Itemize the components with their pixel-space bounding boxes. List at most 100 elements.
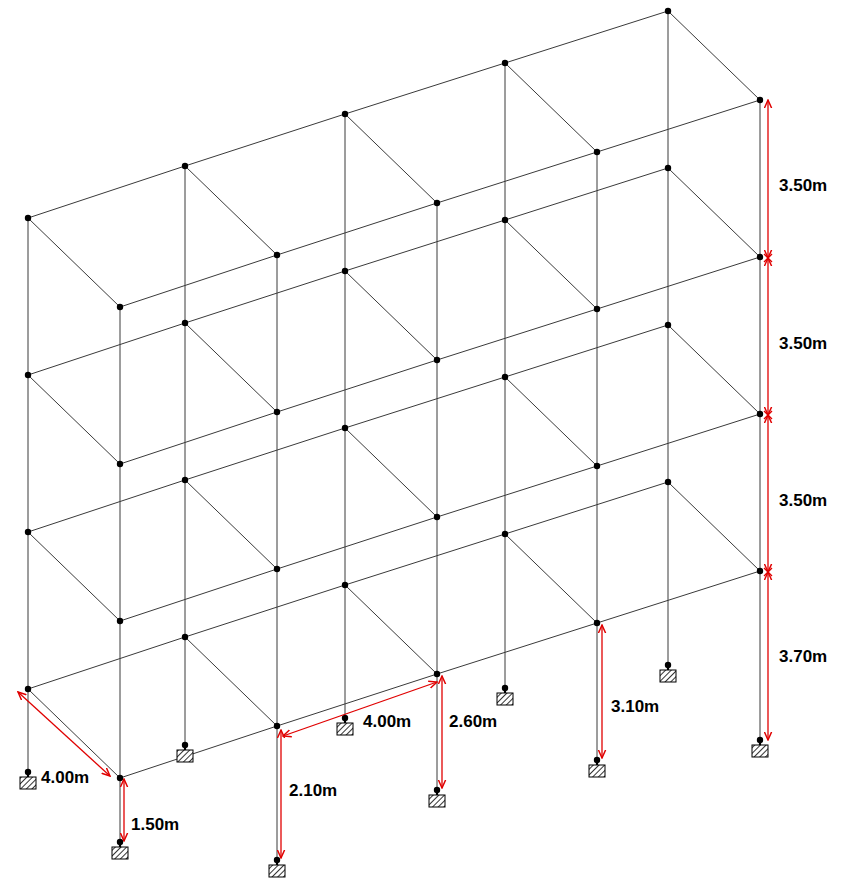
frame-node — [117, 461, 123, 467]
frame-member — [345, 377, 505, 428]
dimension-label: 1.50m — [130, 815, 180, 835]
frame-member — [437, 203, 438, 790]
frame-node — [274, 566, 280, 572]
frame-member — [185, 585, 345, 637]
frame-member — [505, 325, 668, 377]
frame-member — [185, 114, 345, 166]
dimension-line — [767, 258, 768, 415]
dimension-line — [283, 682, 437, 736]
frame-node — [434, 671, 440, 677]
frame-node — [434, 787, 440, 793]
frame-node — [25, 769, 31, 775]
frame-member — [345, 271, 437, 360]
frame-member — [597, 414, 760, 466]
frame-member — [28, 689, 120, 778]
frame-member — [277, 674, 437, 726]
frame-node — [502, 217, 508, 223]
frame-node — [502, 60, 508, 66]
frame-node — [182, 477, 188, 483]
frame-member — [185, 637, 277, 726]
frame-node — [274, 857, 280, 863]
frame-node — [25, 215, 31, 221]
frame-node — [182, 634, 188, 640]
frame-member — [345, 428, 437, 517]
frame-member — [28, 532, 120, 621]
dimension-label: 4.00m — [362, 712, 412, 732]
dimension-line — [767, 415, 768, 572]
frame-member — [668, 11, 760, 100]
dimension-line — [767, 100, 768, 258]
frame-node — [117, 304, 123, 310]
dimension-line — [280, 730, 281, 858]
frame-node — [757, 97, 763, 103]
frame-member — [345, 534, 505, 585]
frame-node — [594, 757, 600, 763]
frame-member — [437, 466, 597, 517]
frame-member — [277, 255, 278, 860]
frame-node — [274, 723, 280, 729]
dimension-line — [18, 692, 110, 776]
frame-node — [757, 254, 763, 260]
dimension-line — [601, 625, 602, 758]
frame-node — [342, 715, 348, 721]
frame-node — [594, 306, 600, 312]
frame-member — [277, 517, 437, 569]
frame-member — [760, 100, 761, 740]
frame-member — [668, 168, 760, 257]
frame-node — [342, 582, 348, 588]
frame-member — [277, 360, 437, 412]
frame-node — [342, 268, 348, 274]
dimension-tick — [764, 411, 772, 419]
frame-node — [665, 8, 671, 14]
frame-member — [597, 257, 760, 309]
dimension-label: 3.50m — [778, 334, 828, 354]
frame-member — [505, 63, 597, 152]
frame-member — [185, 323, 277, 412]
dimension-tick — [764, 254, 772, 262]
frame-member — [28, 637, 185, 689]
frame-member — [505, 534, 597, 623]
frame-member — [28, 375, 120, 464]
frame-node — [117, 618, 123, 624]
frame-node — [594, 463, 600, 469]
frame-member — [597, 100, 760, 152]
dimension-label: 3.70m — [778, 647, 828, 667]
frame-member — [505, 377, 597, 466]
frame-node — [665, 322, 671, 328]
frame-member — [120, 412, 277, 464]
frame-node — [665, 479, 671, 485]
frame-member — [597, 571, 760, 623]
frame-member — [505, 220, 597, 309]
frame-member — [277, 203, 437, 255]
frame-node — [665, 165, 671, 171]
frame-member — [28, 166, 185, 218]
frame-node — [434, 357, 440, 363]
frame-node — [757, 568, 763, 574]
frame-member — [505, 168, 668, 220]
frame-node — [502, 685, 508, 691]
frame-node — [594, 149, 600, 155]
frame-member — [185, 428, 345, 480]
frame-node — [665, 662, 671, 668]
frame-member — [345, 220, 505, 271]
frame-member — [28, 323, 185, 375]
frame-node — [342, 425, 348, 431]
frame-member — [668, 482, 760, 571]
dimension-label: 4.00m — [40, 768, 90, 788]
frame-node — [434, 200, 440, 206]
frame-member — [345, 114, 346, 718]
frame-node — [25, 686, 31, 692]
frame-node — [182, 320, 188, 326]
frame-member — [120, 307, 121, 842]
frame-node — [342, 111, 348, 117]
frame-node — [757, 737, 763, 743]
dimension-line — [441, 676, 442, 788]
frame-node — [594, 620, 600, 626]
dimension-label: 3.50m — [778, 491, 828, 511]
frame-node — [25, 372, 31, 378]
frame-member — [597, 152, 598, 760]
frame-member — [28, 480, 185, 532]
frame-node — [117, 775, 123, 781]
frame-node — [182, 163, 188, 169]
